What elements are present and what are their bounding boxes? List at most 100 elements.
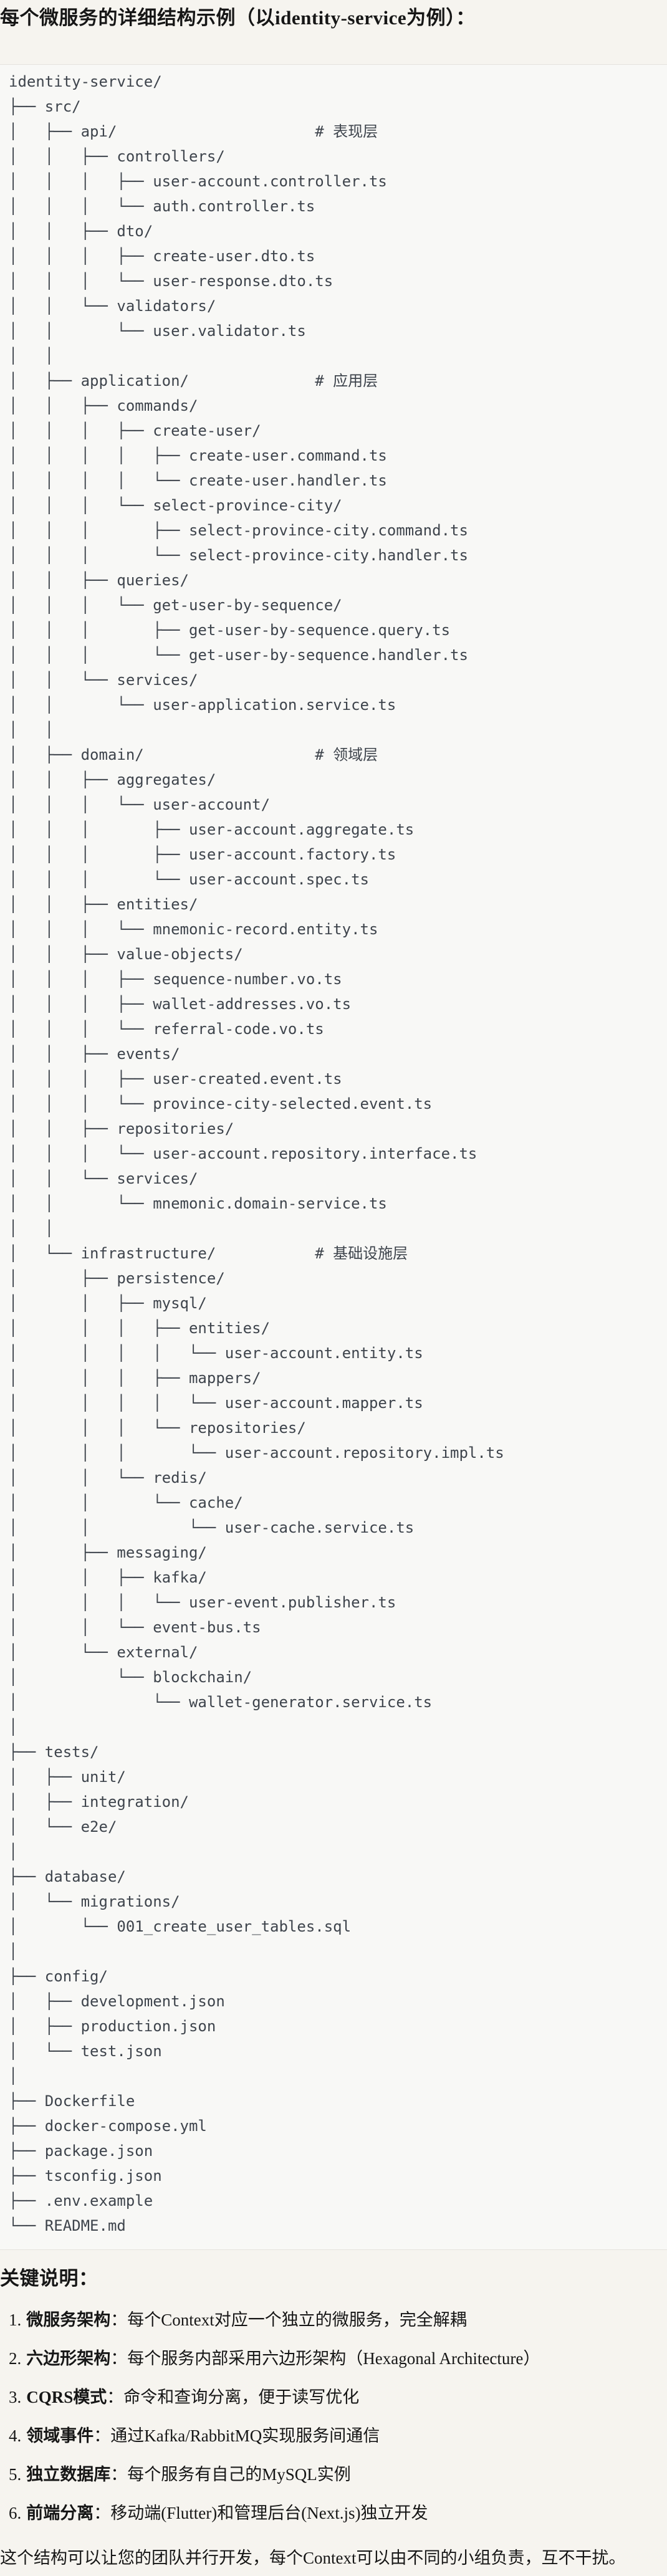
tree-line: │ └── blockchain/ <box>9 1669 252 1686</box>
tree-line: │ └── migrations/ <box>9 1893 180 1910</box>
tree-line: │ <box>9 2067 18 2085</box>
key-point-text: ：移动端(Flutter)和管理后台(Next.js)独立开发 <box>94 2504 428 2522</box>
key-points-list: 1.微服务架构：每个Context对应一个独立的微服务，完全解耦 2.六边形架构… <box>0 2309 667 2525</box>
tree-line: │ └── infrastructure/ # 基础设施层 <box>9 1245 408 1262</box>
tree-line: │ │ ├── entities/ <box>9 896 198 913</box>
tree-line: │ │ ├── kafka/ <box>9 1569 207 1586</box>
tree-line: │ │ │ ├── entities/ <box>9 1319 271 1337</box>
tree-line: │ │ │ └── repositories/ <box>9 1419 306 1437</box>
tree-line: │ <box>9 1843 18 1860</box>
tree-line: │ │ <box>9 721 54 739</box>
tree-line: │ │ └── cache/ <box>9 1494 243 1511</box>
key-point-label: 领域事件 <box>26 2426 94 2445</box>
tree-line: │ │ ├── aggregates/ <box>9 771 216 788</box>
key-point-number: 4. <box>9 2426 22 2445</box>
tree-line: │ │ │ └── referral-code.vo.ts <box>9 1020 324 1038</box>
tree-line: │ ├── messaging/ <box>9 1544 207 1561</box>
tree-line: │ │ <box>9 347 54 365</box>
tree-line: │ │ ├── dto/ <box>9 223 153 240</box>
key-point-label: 微服务架构 <box>26 2310 111 2329</box>
tree-line: │ │ │ ├── create-user/ <box>9 422 261 439</box>
tree-line: │ │ ├── controllers/ <box>9 148 225 165</box>
tree-line: │ │ ├── queries/ <box>9 572 189 589</box>
key-point-item: 6.前端分离：移动端(Flutter)和管理后台(Next.js)独立开发 <box>9 2502 667 2525</box>
tree-line: identity-service/ <box>9 73 162 90</box>
tree-line: │ │ └── user-application.service.ts <box>9 696 396 714</box>
tree-line: │ │ └── services/ <box>9 671 198 689</box>
key-point-text: ：每个Context对应一个独立的微服务，完全解耦 <box>110 2310 467 2329</box>
key-point-item: 5.独立数据库：每个服务有自己的MySQL实例 <box>9 2463 667 2486</box>
tree-line: ├── .env.example <box>9 2192 153 2210</box>
tree-line: │ │ <box>9 1220 54 1237</box>
tree-line: │ ├── integration/ <box>9 1793 189 1811</box>
tree-line: │ │ │ └── get-user-by-sequence.handler.t… <box>9 646 468 664</box>
tree-line: │ │ │ └── select-province-city.handler.t… <box>9 547 468 564</box>
tree-line: │ │ │ └── province-city-selected.event.t… <box>9 1095 433 1113</box>
key-point-text: ：每个服务内部采用六边形架构（Hexagonal Architecture） <box>110 2349 540 2368</box>
key-point-text: ：每个服务有自己的MySQL实例 <box>110 2465 351 2484</box>
tree-line: │ └── test.json <box>9 2042 162 2060</box>
tree-line: │ │ │ └── get-user-by-sequence/ <box>9 596 342 614</box>
tree-line: │ │ │ └── user-account.spec.ts <box>9 871 369 888</box>
tree-line: │ └── 001_create_user_tables.sql <box>9 1918 352 1935</box>
tree-line: │ ├── application/ # 应用层 <box>9 372 378 390</box>
tree-line: │ │ │ ├── user-created.event.ts <box>9 1070 342 1088</box>
tree-line: ├── Dockerfile <box>9 2092 135 2110</box>
tree-line: │ │ └── user.validator.ts <box>9 322 306 340</box>
tree-line: │ └── external/ <box>9 1644 198 1661</box>
tree-line: │ │ └── user-cache.service.ts <box>9 1519 415 1536</box>
tree-line: │ ├── api/ # 表现层 <box>9 123 378 140</box>
tree-line: │ │ │ ├── user-account.factory.ts <box>9 846 396 863</box>
tree-line: │ │ │ ├── mappers/ <box>9 1369 261 1387</box>
tree-line: │ └── wallet-generator.service.ts <box>9 1693 433 1711</box>
tree-line: │ └── e2e/ <box>9 1818 117 1836</box>
key-point-item: 4.领域事件：通过Kafka/RabbitMQ实现服务间通信 <box>9 2425 667 2448</box>
key-point-label: 前端分离 <box>26 2504 94 2522</box>
tree-line: │ │ └── mnemonic.domain-service.ts <box>9 1195 387 1212</box>
tree-line: │ │ ├── value-objects/ <box>9 946 243 963</box>
tree-line: │ │ │ └── select-province-city/ <box>9 497 342 514</box>
key-point-number: 1. <box>9 2310 22 2329</box>
tree-line: │ │ │ │ └── create-user.handler.ts <box>9 472 387 489</box>
tree-line: │ │ ├── mysql/ <box>9 1295 207 1312</box>
tree-line: ├── tsconfig.json <box>9 2167 162 2185</box>
key-point-number: 5. <box>9 2465 22 2484</box>
tree-line: │ │ │ └── user-account.repository.impl.t… <box>9 1444 504 1462</box>
tree-line: └── README.md <box>9 2217 126 2234</box>
key-point-item: 1.微服务架构：每个Context对应一个独立的微服务，完全解耦 <box>9 2309 667 2332</box>
tree-line: │ │ └── services/ <box>9 1170 198 1187</box>
tree-line: │ │ │ │ └── user-account.mapper.ts <box>9 1394 423 1412</box>
tree-line: ├── docker-compose.yml <box>9 2117 207 2135</box>
tree-line: ├── src/ <box>9 98 81 115</box>
key-point-number: 2. <box>9 2349 22 2368</box>
tree-line: │ │ │ │ ├── create-user.command.ts <box>9 447 387 464</box>
closing-paragraph: 这个结构可以让您的团队并行开发，每个Context可以由不同的小组负责，互不干扰… <box>0 2549 626 2567</box>
tree-line: │ │ │ ├── select-province-city.command.t… <box>9 522 468 539</box>
key-point-text: ：命令和查询分离，便于读写优化 <box>107 2388 360 2406</box>
tree-line: │ │ │ └── auth.controller.ts <box>9 198 315 215</box>
tree-line: │ │ │ ├── user-account.controller.ts <box>9 173 387 190</box>
tree-line: │ │ │ └── user-event.publisher.ts <box>9 1594 396 1611</box>
tree-line: │ │ │ └── user-account/ <box>9 796 271 813</box>
tree-line: │ │ │ └── user-response.dto.ts <box>9 272 334 290</box>
tree-line: │ │ │ │ └── user-account.entity.ts <box>9 1344 423 1362</box>
key-point-label: 独立数据库 <box>26 2465 111 2484</box>
tree-line: │ │ └── redis/ <box>9 1469 207 1487</box>
page-title: 每个微服务的详细结构示例（以identity-service为例）： <box>0 7 476 29</box>
tree-line: │ │ └── event-bus.ts <box>9 1619 261 1636</box>
tree-line: ├── database/ <box>9 1868 126 1885</box>
tree-line: │ ├── unit/ <box>9 1768 126 1786</box>
tree-line: │ ├── production.json <box>9 2018 216 2035</box>
key-point-text: ：通过Kafka/RabbitMQ实现服务间通信 <box>94 2426 380 2445</box>
tree-line: ├── package.json <box>9 2142 153 2160</box>
tree-line: ├── tests/ <box>9 1743 99 1761</box>
tree-line: │ │ └── validators/ <box>9 297 216 315</box>
tree-line: │ │ ├── events/ <box>9 1045 180 1063</box>
tree-line: │ │ │ └── user-account.repository.interf… <box>9 1145 477 1162</box>
key-point-item: 3.CQRS模式：命令和查询分离，便于读写优化 <box>9 2386 667 2409</box>
key-point-number: 3. <box>9 2388 22 2406</box>
tree-line: │ <box>9 1718 18 1736</box>
section-heading: 关键说明： <box>0 2267 98 2289</box>
tree-line: │ ├── domain/ # 领域层 <box>9 746 378 764</box>
